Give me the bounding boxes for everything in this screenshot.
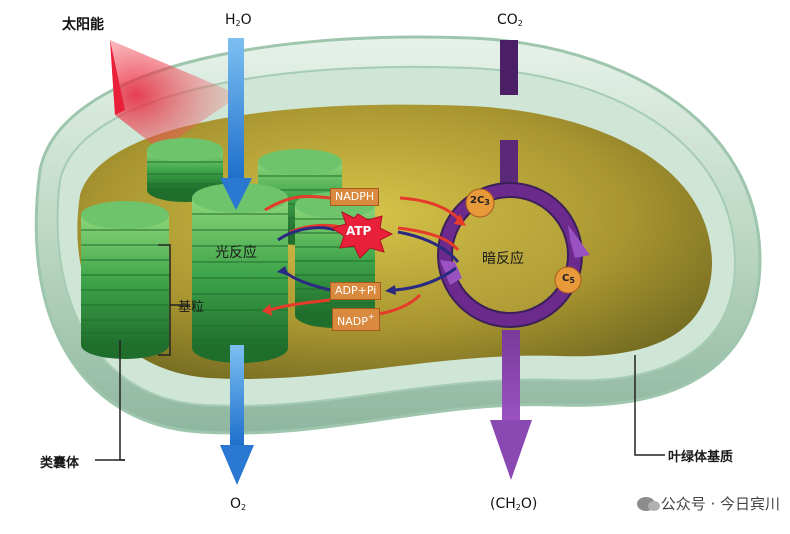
nadph-tag: NADPH (330, 188, 379, 206)
c3-label: 2C3 (470, 195, 490, 207)
solar-energy-label: 太阳能 (62, 14, 104, 34)
stroma-label: 叶绿体基质 (668, 446, 733, 465)
grana-stack-left (81, 201, 169, 359)
thylakoid-label: 类囊体 (40, 452, 79, 471)
dark-reaction-label: 暗反应 (482, 248, 524, 268)
adp-pi-tag: ADP+Pi (330, 282, 381, 300)
oxygen-label: O2 (230, 496, 246, 512)
co2-label: CO2 (497, 12, 523, 28)
grana-label: 基粒 (178, 296, 204, 315)
water-label: H2O (225, 12, 252, 28)
nadp-tag: NADP+ (332, 308, 380, 331)
carbohydrate-label: (CH2O) (490, 496, 537, 512)
watermark: 公众号 · 今日宾川 (637, 493, 780, 514)
c5-label: C5 (562, 273, 575, 285)
wechat-icon (637, 497, 655, 511)
atp-label: ATP (346, 224, 371, 238)
grana-stack-center (192, 183, 288, 363)
watermark-text: 公众号 · 今日宾川 (661, 493, 780, 514)
light-reaction-label: 光反应 (215, 242, 257, 262)
